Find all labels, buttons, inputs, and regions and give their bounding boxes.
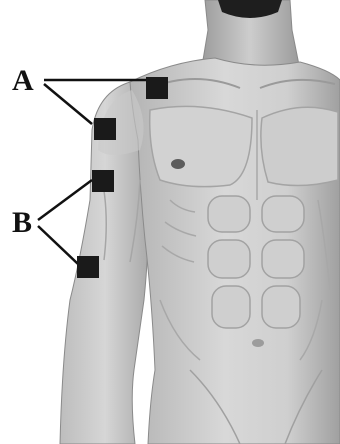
navel xyxy=(252,339,264,347)
marker-b-lower-arm xyxy=(77,256,99,278)
label-a: A xyxy=(12,64,34,97)
leader-b-to-upper-arm xyxy=(38,180,92,220)
pectoral-left xyxy=(150,106,252,186)
marker-a-shoulder-top xyxy=(146,77,168,99)
pectoral-right xyxy=(261,107,338,185)
leader-b-to-lower-arm xyxy=(38,226,78,264)
marker-a-shoulder-side xyxy=(94,118,116,140)
leader-a-to-shoulder-side xyxy=(44,84,92,124)
nipple xyxy=(171,159,185,169)
marker-b-upper-arm xyxy=(92,170,114,192)
label-b: B xyxy=(12,206,32,239)
